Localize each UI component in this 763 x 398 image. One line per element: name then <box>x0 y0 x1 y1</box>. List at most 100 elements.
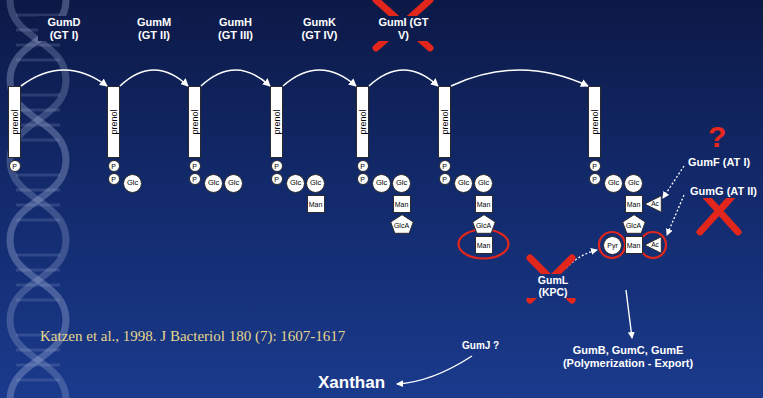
mannose-square: Man <box>307 195 325 213</box>
node-label: P <box>442 176 447 183</box>
gene-label: GumL (KPC) <box>528 274 578 298</box>
acetyl-triangle: Ac <box>644 195 662 213</box>
node-label: P <box>592 163 597 170</box>
sugar-circle: Glc <box>474 174 493 193</box>
sugar-circle: P <box>108 160 120 172</box>
citation: Katzen et al., 1998. J Bacteriol 180 (7)… <box>40 328 345 345</box>
node-label: prenol <box>590 109 599 134</box>
sugar-circle: Glc <box>123 174 142 193</box>
node-label: P <box>192 176 197 183</box>
reaction-arrow <box>369 70 438 86</box>
sugar-circle: Pyr <box>603 236 622 255</box>
reaction-arrow <box>451 70 588 86</box>
sugar-circle: P <box>271 173 283 185</box>
node-label: Glc <box>458 179 469 187</box>
node-label: P <box>274 163 279 170</box>
node-label: P <box>274 176 279 183</box>
node-label: Glc <box>310 179 321 187</box>
shape-polygon <box>644 196 661 213</box>
prenol-carrier: prenol <box>588 86 601 158</box>
node-label: P <box>12 163 17 170</box>
node-label: Glc <box>376 179 387 187</box>
sugar-circle: P <box>9 160 21 172</box>
sugar-circle: P <box>589 173 601 185</box>
node-label: Glc <box>127 179 138 187</box>
prenol-carrier: prenol <box>8 86 21 158</box>
enzyme-label: GumK (GT IV) <box>294 16 346 41</box>
node-label: GlcA <box>476 222 491 229</box>
node-label: prenol <box>358 109 367 134</box>
node-label: Glc <box>228 179 239 187</box>
prenol-carrier: prenol <box>188 86 201 158</box>
node-label: Pyr <box>607 242 618 249</box>
sugar-circle: P <box>108 173 120 185</box>
sugar-circle: P <box>189 160 201 172</box>
node-label: P <box>192 163 197 170</box>
sugar-circle: Glc <box>392 174 411 193</box>
sugar-circle: Glc <box>204 174 223 193</box>
node-label: Man <box>395 201 409 208</box>
question-mark: ? <box>708 122 726 152</box>
product-name: Xanthan <box>318 373 385 393</box>
node-label: GlcA <box>626 222 641 229</box>
highlight-circle <box>459 230 509 259</box>
node-label: Man <box>627 201 641 208</box>
reaction-arrow <box>120 70 188 86</box>
sugar-circle: Glc <box>306 174 325 193</box>
mannose-square: Man <box>625 236 643 254</box>
enzyme-label: GumD (GT I) <box>38 16 90 41</box>
glucuronate-pentagon: GlcA <box>622 214 646 234</box>
shape-polygon <box>622 215 645 234</box>
node-label: GlcA <box>394 222 409 229</box>
sugar-circle: Glc <box>624 174 643 193</box>
node-label: Glc <box>478 179 489 187</box>
enzyme-label: GumM (GT II) <box>128 16 180 41</box>
shape-polygon <box>390 215 413 234</box>
node-label: P <box>592 176 597 183</box>
glucuronate-pentagon: GlcA <box>390 214 414 234</box>
shape-polygon <box>644 237 661 254</box>
dotted-arrow <box>667 195 684 235</box>
glucuronate-pentagon: GlcA <box>472 214 496 234</box>
node-label: P <box>442 163 447 170</box>
sugar-circle: P <box>439 160 451 172</box>
highlight-circle <box>599 232 625 258</box>
node-label: Man <box>309 201 323 208</box>
node-label: prenol <box>10 109 19 134</box>
shape-polygon <box>472 215 495 234</box>
node-label: prenol <box>190 109 199 134</box>
node-label: Glc <box>290 179 301 187</box>
sugar-circle: Glc <box>224 174 243 193</box>
red-cross <box>376 0 430 48</box>
reaction-arrow <box>201 70 270 86</box>
reaction-arrow <box>283 70 356 86</box>
node-label: Man <box>627 242 641 249</box>
enzyme-label: GumI (GT V) <box>378 16 430 41</box>
highlight-circle <box>640 232 666 258</box>
sugar-circle: P <box>189 173 201 185</box>
node-label: prenol <box>109 109 118 134</box>
mannose-square: Man <box>475 195 493 213</box>
prenol-carrier: prenol <box>107 86 120 158</box>
export-arrow <box>626 290 632 338</box>
sugar-circle: Glc <box>372 174 391 193</box>
sugar-circle: P <box>357 173 369 185</box>
gene-label: GumB, GumC, GumE (Polymerization - Expor… <box>548 344 708 369</box>
gene-label: GumJ ? <box>462 340 499 352</box>
mannose-square: Man <box>625 195 643 213</box>
node-label: Ac <box>646 242 659 249</box>
reaction-arrow <box>21 70 107 86</box>
node-label: Man <box>477 242 491 249</box>
mannose-square: Man <box>393 195 411 213</box>
node-label: P <box>111 176 116 183</box>
sugar-circle: P <box>271 160 283 172</box>
node-label: P <box>360 163 365 170</box>
node-label: prenol <box>272 109 281 134</box>
prenol-carrier: prenol <box>270 86 283 158</box>
acetyl-triangle: Ac <box>644 236 662 254</box>
sugar-circle: P <box>589 160 601 172</box>
mannose-square: Man <box>475 236 493 254</box>
node-label: Glc <box>208 179 219 187</box>
node-label: P <box>111 163 116 170</box>
